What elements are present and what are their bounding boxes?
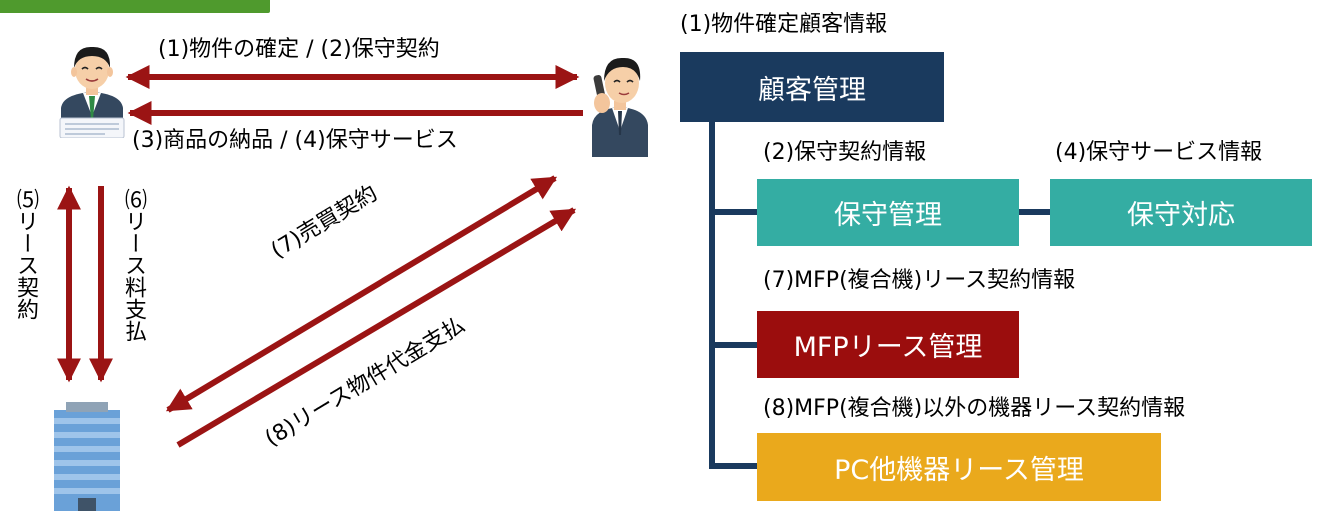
section-tag (0, 0, 270, 13)
arrow-sales-contract (165, 175, 558, 413)
arrow-property-payment (176, 207, 577, 448)
flow-label-delivery: (3)商品の納品 / (4)保守サービス (132, 128, 458, 153)
box-customer-management: 顧客管理 (680, 52, 944, 122)
flow-label-lease-payment: ⑹リース料支払 (121, 188, 146, 342)
office-building-icon (54, 402, 120, 511)
caption-service: (4)保守サービス情報 (1055, 140, 1263, 165)
system-tree-lines (709, 122, 1050, 469)
box-maintenance-service: 保守対応 (1050, 179, 1312, 246)
box-maintenance-management: 保守管理 (757, 179, 1019, 246)
flow-label-lease-contract: ⑸リース契約 (13, 188, 38, 320)
businessman-with-document-icon (59, 46, 125, 138)
salesman-on-phone-icon (592, 57, 648, 157)
box-mfp-lease-management: MFPリース管理 (757, 311, 1019, 378)
flow-label-contract: (1)物件の確定 / (2)保守契約 (158, 37, 440, 62)
caption-maintenance: (2)保守契約情報 (763, 140, 927, 165)
caption-customer: (1)物件確定顧客情報 (680, 12, 888, 37)
caption-pc: (8)MFP(複合機)以外の機器リース契約情報 (763, 396, 1186, 421)
caption-mfp: (7)MFP(複合機)リース契約情報 (763, 268, 1076, 293)
box-pc-lease-management: PC他機器リース管理 (757, 433, 1161, 501)
